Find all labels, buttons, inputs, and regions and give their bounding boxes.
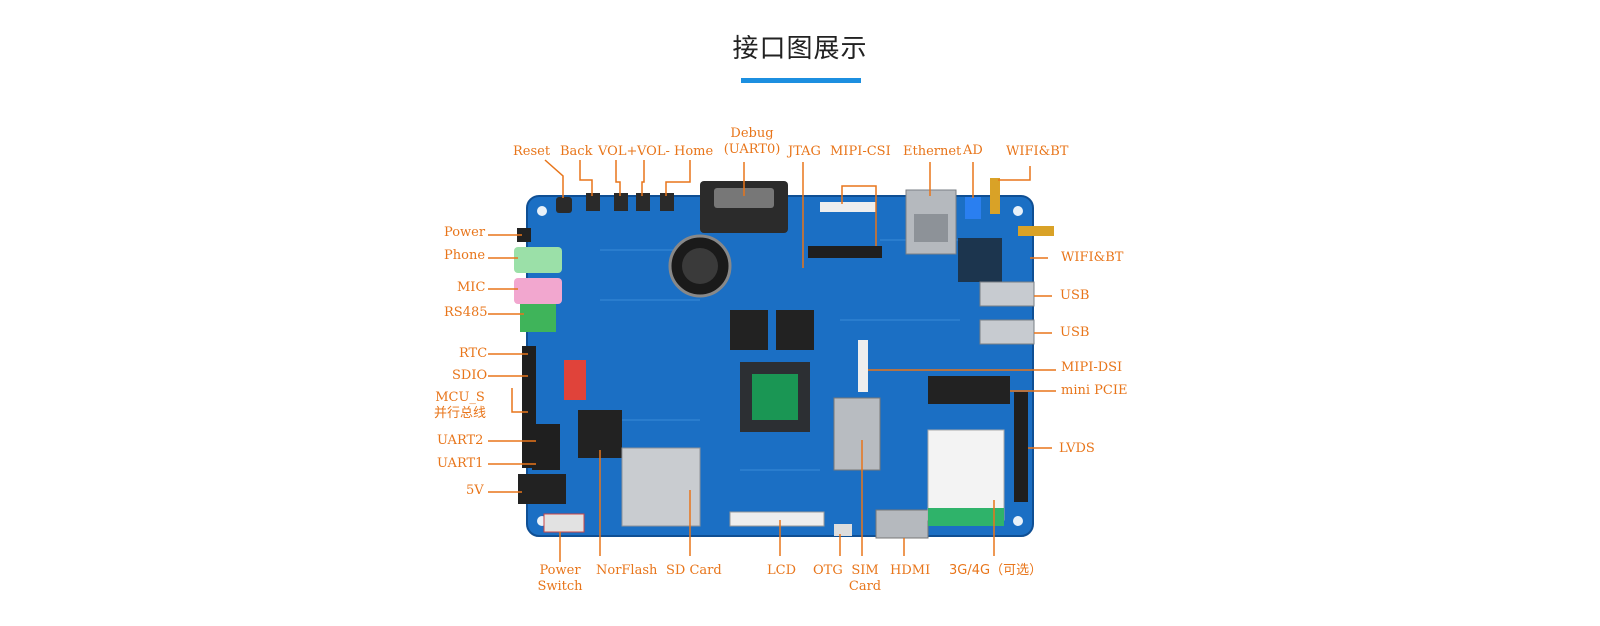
phone-jack	[514, 247, 562, 273]
dc-5v-jack	[518, 474, 566, 504]
label-mipi-csi: MIPI-CSI	[830, 144, 891, 159]
label-sd-card: SD Card	[666, 563, 722, 578]
lcd-connector	[729, 511, 825, 527]
label-5v: 5V	[466, 483, 484, 498]
label-wifi-bt-top: WIFI&BT	[1006, 144, 1069, 159]
mic-jack	[514, 278, 562, 304]
ram-chip-1	[730, 310, 768, 350]
label-back: Back	[560, 144, 593, 159]
hdmi-connector	[875, 509, 929, 539]
mount-hole	[537, 206, 547, 216]
wifi-antenna-top	[990, 178, 1000, 214]
label-jtag: JTAG	[788, 144, 821, 159]
label-vol-minus: VOL-	[637, 144, 670, 159]
label-debug-line1: Debug	[730, 126, 774, 141]
label-wifi-bt-right: WIFI&BT	[1061, 250, 1124, 265]
label-usb-1: USB	[1060, 288, 1090, 303]
wifi-antenna-right	[1018, 226, 1054, 236]
label-home: Home	[674, 144, 714, 159]
label-mcu-s-line2: 并行总线	[433, 406, 486, 421]
dip-switch	[564, 360, 586, 400]
label-sim-card-line2: Card	[848, 579, 882, 594]
label-norflash: NorFlash	[596, 563, 658, 578]
label-reset: Reset	[513, 144, 551, 159]
label-debug-line2: (UART0)	[723, 142, 781, 157]
usb-port-2	[979, 319, 1035, 345]
sim-card-slot	[833, 397, 881, 471]
otg-connector	[834, 524, 852, 536]
label-sdio: SDIO	[452, 368, 488, 383]
label-mcu-s-line1: MCU_S	[435, 390, 485, 405]
label-rs485: RS485	[444, 305, 488, 320]
back-button	[586, 193, 600, 211]
uart-header	[532, 424, 560, 470]
label-3g4g: 3G/4G（可选）	[949, 563, 1043, 578]
wifi-module	[958, 238, 1002, 282]
usb-port-1	[979, 281, 1035, 307]
label-sim-card: SIM Card	[845, 563, 885, 595]
label-lcd: LCD	[767, 563, 797, 578]
mount-hole	[1013, 206, 1023, 216]
label-usb-2: USB	[1060, 325, 1090, 340]
label-lvds: LVDS	[1059, 441, 1095, 456]
mipi-csi-connector	[820, 202, 876, 212]
sd-card-slot	[621, 447, 701, 527]
label-vol-plus: VOL+	[598, 144, 638, 159]
ram-chip-2	[776, 310, 814, 350]
label-uart1: UART1	[437, 456, 484, 471]
rs485-terminal	[520, 304, 556, 332]
label-otg: OTG	[813, 563, 843, 578]
power-jack	[517, 228, 531, 242]
page-title: 接口图展示	[732, 34, 868, 64]
lvds-header	[1014, 392, 1028, 502]
home-button	[660, 193, 674, 211]
vol-minus-button	[636, 193, 650, 211]
label-uart2: UART2	[437, 433, 484, 448]
label-power-switch: Power Switch	[530, 563, 590, 595]
jtag-header	[808, 246, 882, 258]
label-mini-pcie: mini PCIE	[1061, 383, 1128, 398]
label-power-switch-line2: Switch	[537, 579, 583, 594]
label-power-switch-line1: Power	[539, 563, 581, 578]
leader-lines	[488, 159, 1056, 562]
vol-plus-button	[614, 193, 628, 211]
label-power: Power	[444, 225, 486, 240]
label-debug: Debug (UART0)	[722, 126, 782, 158]
label-sim-card-line1: SIM	[851, 563, 879, 578]
power-switch	[543, 513, 585, 533]
label-ad: AD	[963, 143, 983, 158]
mini-pcie-slot	[928, 376, 1010, 404]
mipi-dsi-connector	[858, 340, 868, 392]
label-mipi-dsi: MIPI-DSI	[1061, 360, 1123, 375]
reset-button	[556, 197, 572, 213]
title-underline	[741, 78, 861, 83]
mount-hole	[1013, 516, 1023, 526]
label-hdmi: HDMI	[890, 563, 931, 578]
label-rtc: RTC	[459, 346, 488, 361]
label-mcu-s: MCU_S 并行总线	[428, 390, 492, 422]
module-3g4g	[927, 429, 1005, 521]
ad-potentiometer	[965, 197, 981, 219]
label-phone: Phone	[444, 248, 486, 263]
label-mic: MIC	[457, 280, 486, 295]
label-ethernet: Ethernet	[903, 144, 962, 159]
